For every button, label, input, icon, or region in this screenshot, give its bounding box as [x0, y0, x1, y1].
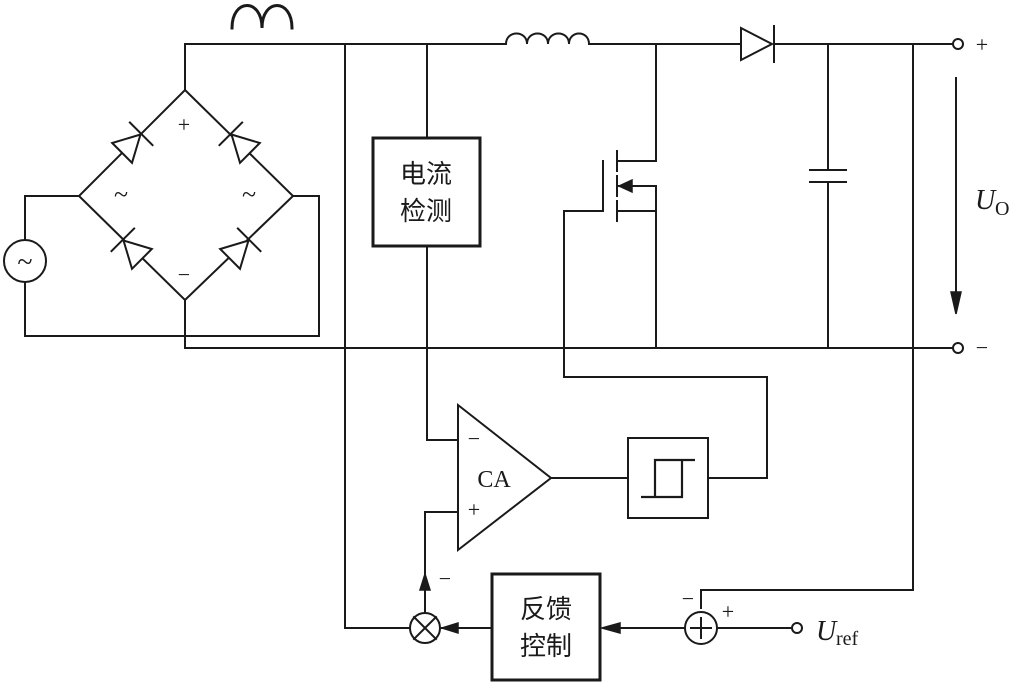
bridge-diode-top-left: [110, 121, 154, 165]
ac-source: ~: [3, 195, 320, 337]
output-plus-terminal: [952, 38, 964, 50]
reference-subscript: ref: [836, 628, 859, 650]
output-plus-sign: +: [976, 32, 988, 57]
feedback-control-label-line2: 控制: [520, 632, 572, 662]
reference-terminal: [791, 622, 803, 634]
ac-source-symbol: ~: [17, 247, 32, 278]
positive-rail: +: [184, 25, 988, 63]
boost-diode: [740, 25, 775, 63]
bridge-diode-bottom-right: [218, 227, 262, 271]
bridge-diode-bottom-left: [110, 227, 154, 271]
input-choke-symbol: [230, 4, 294, 30]
input-voltage-sense-line: [344, 43, 411, 629]
summer-plus-sign: +: [722, 599, 734, 624]
output-capacitor: [809, 43, 847, 349]
current-sense-label-line2: 检测: [400, 197, 452, 227]
output-minus-terminal: [952, 342, 964, 354]
multiplier: −: [409, 511, 459, 644]
bridge-diode-top-right: [218, 121, 262, 165]
output-minus-sign: −: [976, 335, 988, 360]
current-amplifier: − + CA: [457, 402, 629, 553]
feedback-control-label-line1: 反馈: [520, 595, 572, 625]
summer-minus-sign: −: [682, 586, 694, 611]
bridge-plus-sign: +: [178, 112, 190, 137]
multiplier-minus-sign: −: [439, 566, 451, 591]
hysteresis-symbol: [641, 458, 695, 499]
bridge-ac-right-sign: ~: [242, 180, 256, 209]
current-sense-block: 电流 检测: [371, 43, 482, 441]
negative-rail: −: [184, 335, 988, 360]
diode-bridge: + − ~ ~: [77, 43, 295, 349]
reference-symbol: U: [816, 616, 838, 647]
boost-inductor: [504, 32, 591, 46]
output-voltage-indicator: U O: [950, 77, 1009, 315]
output-voltage-symbol: U: [975, 185, 997, 216]
hysteresis-comparator: [627, 437, 709, 519]
ca-noninverting-sign: +: [468, 497, 480, 522]
error-summer: − + U ref: [599, 586, 859, 650]
output-voltage-subscript: O: [995, 198, 1009, 220]
feedback-control-block: 反馈 控制: [439, 572, 602, 682]
bridge-ac-left-sign: ~: [114, 180, 128, 209]
mosfet-switch: [563, 43, 768, 479]
bridge-minus-sign: −: [178, 262, 190, 287]
ca-inverting-sign: −: [468, 426, 480, 451]
ca-label: CA: [477, 467, 511, 493]
current-sense-label-line1: 电流: [400, 160, 452, 190]
output-sense-line: [700, 43, 914, 609]
